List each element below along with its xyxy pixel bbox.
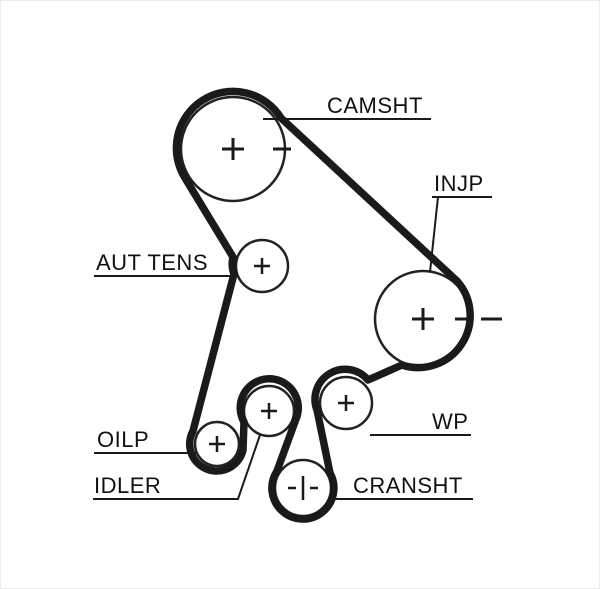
water-pump-label: WP <box>432 409 468 434</box>
idler-center-mark <box>261 403 277 419</box>
idler-leader <box>93 434 261 500</box>
tensioner-label: AUT TENS <box>96 250 208 275</box>
injection-pump-leader <box>429 196 492 273</box>
water-pump-center-mark <box>338 395 354 411</box>
camshaft-center-mark <box>222 138 244 160</box>
camshaft-label: CAMSHT <box>327 93 423 118</box>
oil-pump-center-mark <box>209 436 225 452</box>
crankshaft-label: CRANSHT <box>353 473 463 498</box>
oil-pump-label: OILP <box>97 427 149 452</box>
crankshaft-center-mark <box>288 476 318 500</box>
tensioner-center-mark <box>254 258 270 274</box>
idler-label: IDLER <box>94 473 161 498</box>
injection-pump-label: INJP <box>434 171 484 196</box>
injection-pump-center-mark <box>412 308 434 330</box>
